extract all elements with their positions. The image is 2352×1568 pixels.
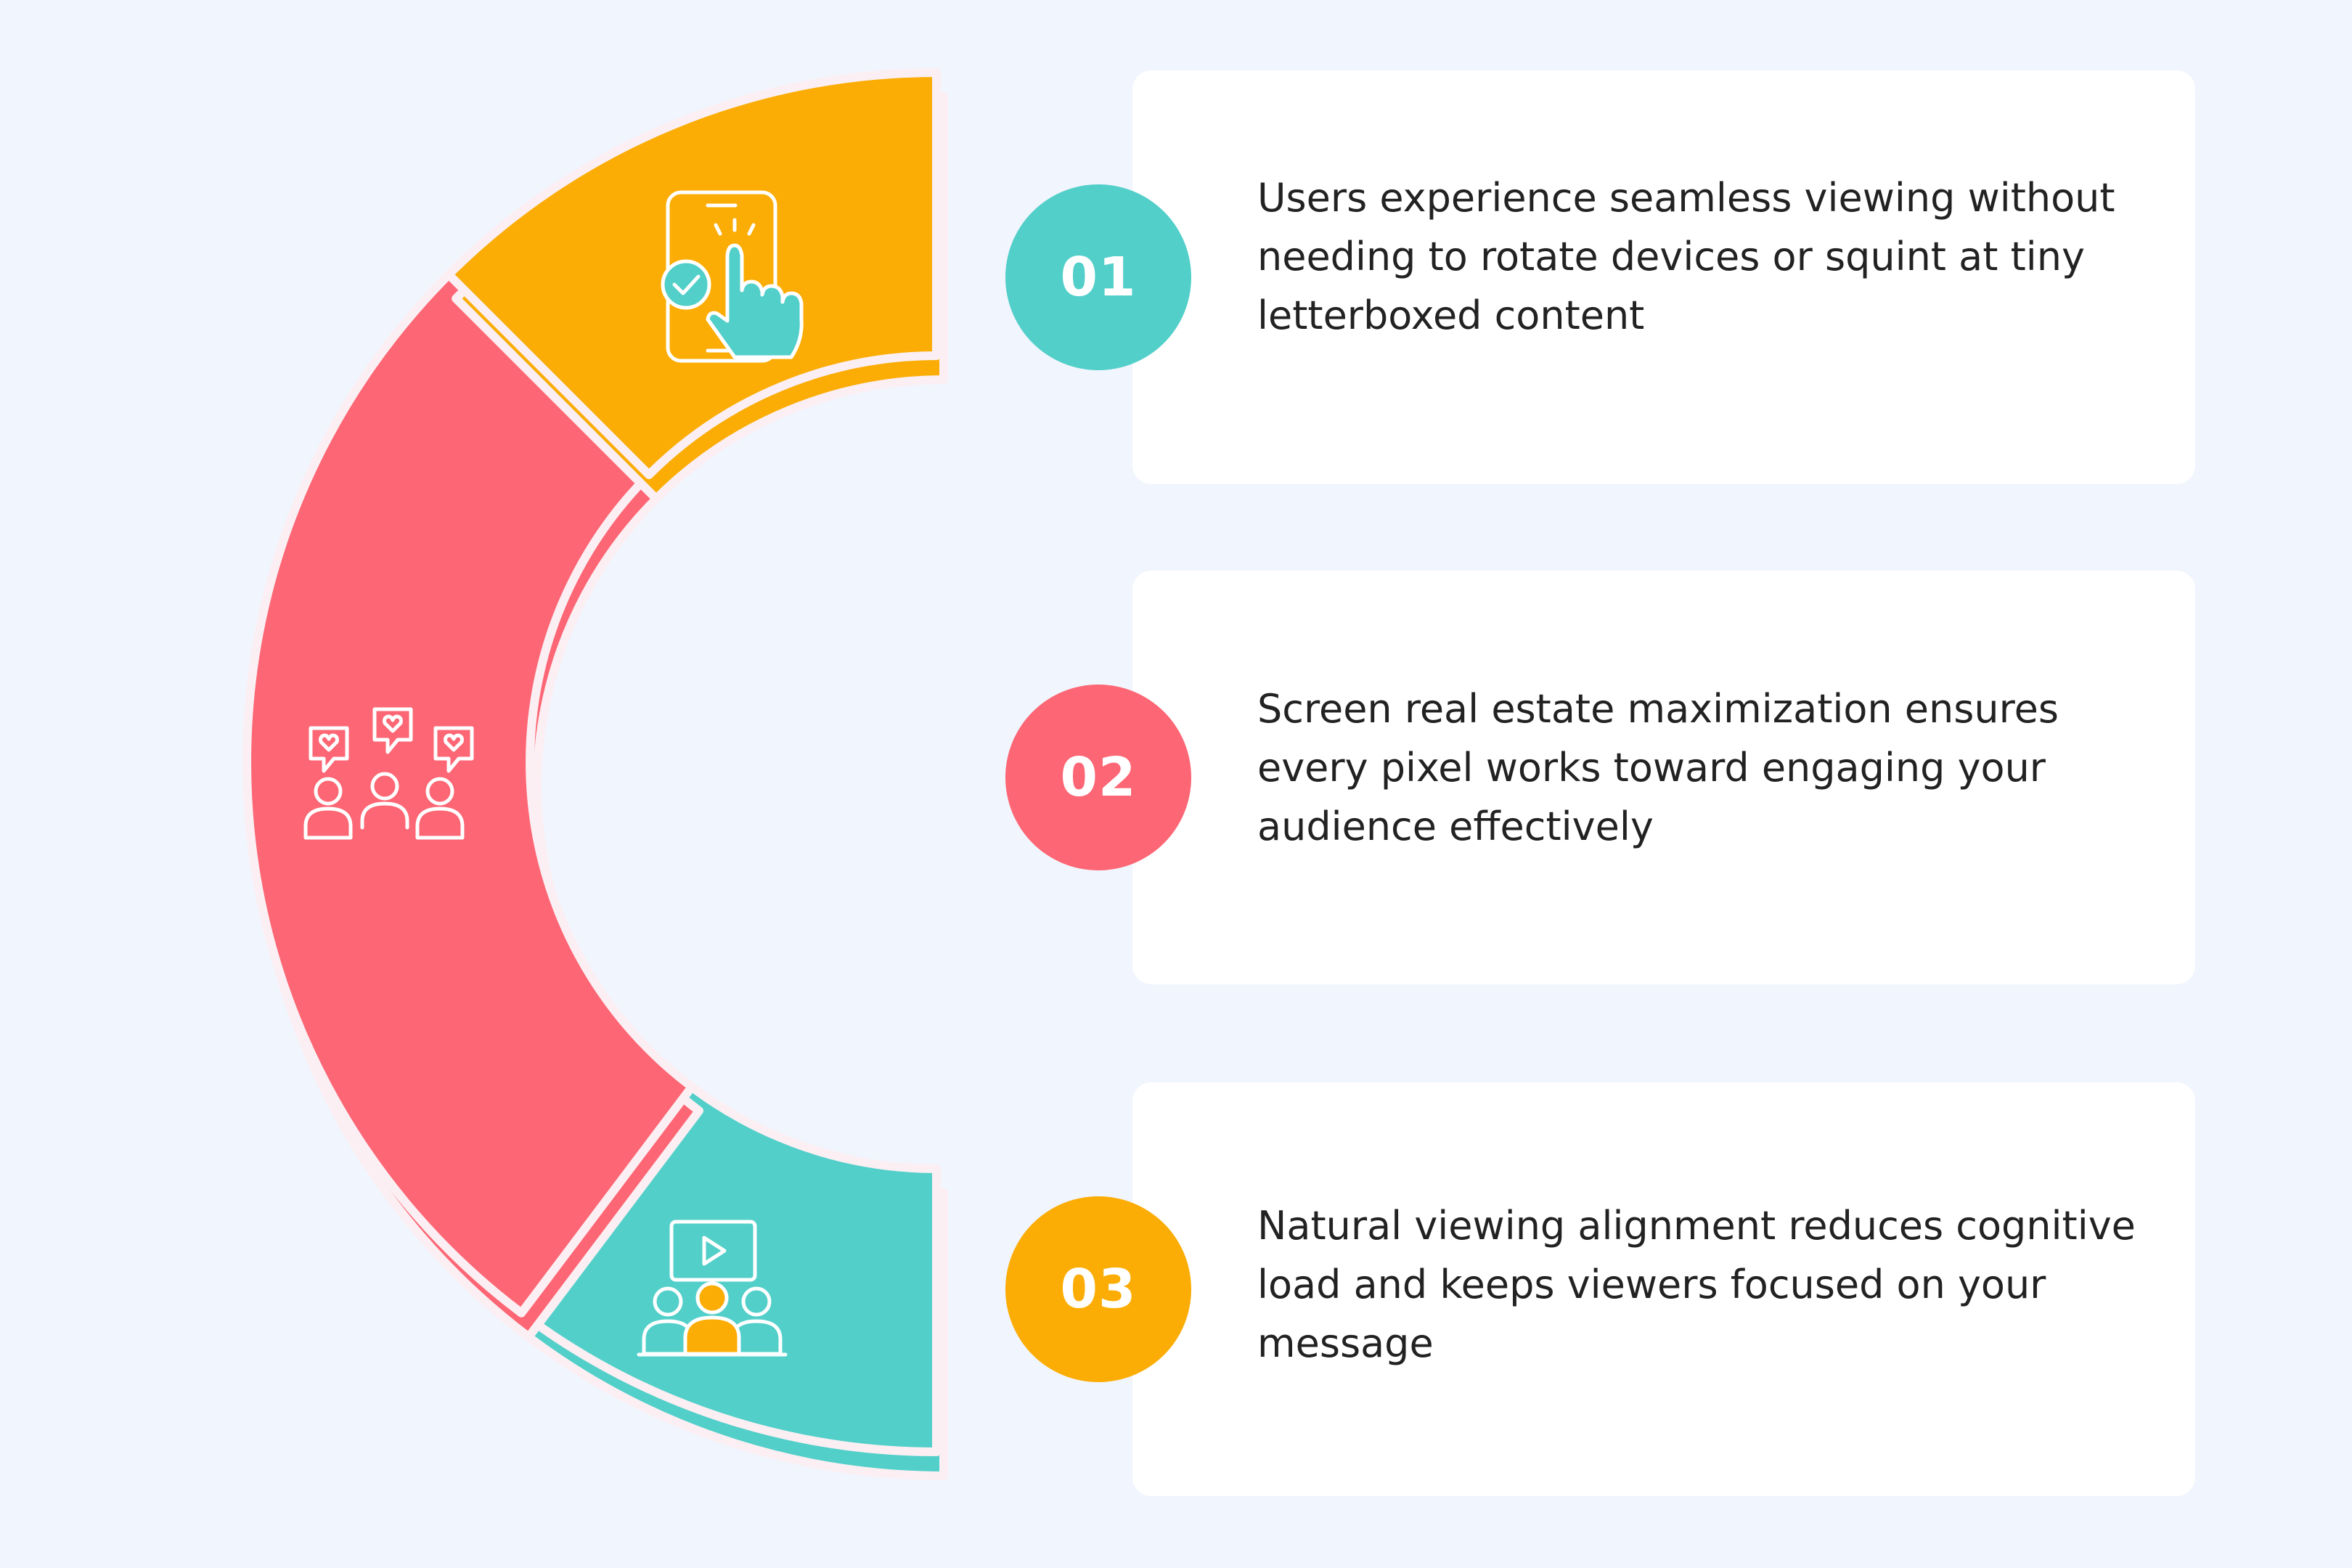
step-badge-02: 02 [1005, 685, 1191, 870]
smartphone-tap-icon [661, 190, 804, 363]
video-audience-icon [637, 1220, 788, 1357]
step-card-02 [1132, 571, 2195, 984]
step-card-03 [1132, 1082, 2195, 1496]
arc-segment-02 [242, 207, 703, 1342]
step-text-02: Screen real estate maximization ensures … [1257, 686, 2059, 849]
step-badge-01: 01 [1005, 184, 1191, 370]
step-badge-03: 03 [1005, 1196, 1191, 1382]
audience-feedback-icon [303, 707, 474, 840]
step-card-01 [1132, 70, 2195, 484]
step-text-03: Natural viewing alignment reduces cognit… [1257, 1203, 2136, 1366]
arc-segment-face [242, 207, 696, 1318]
step-text-01: Users experience seamless viewing withou… [1257, 175, 2115, 338]
